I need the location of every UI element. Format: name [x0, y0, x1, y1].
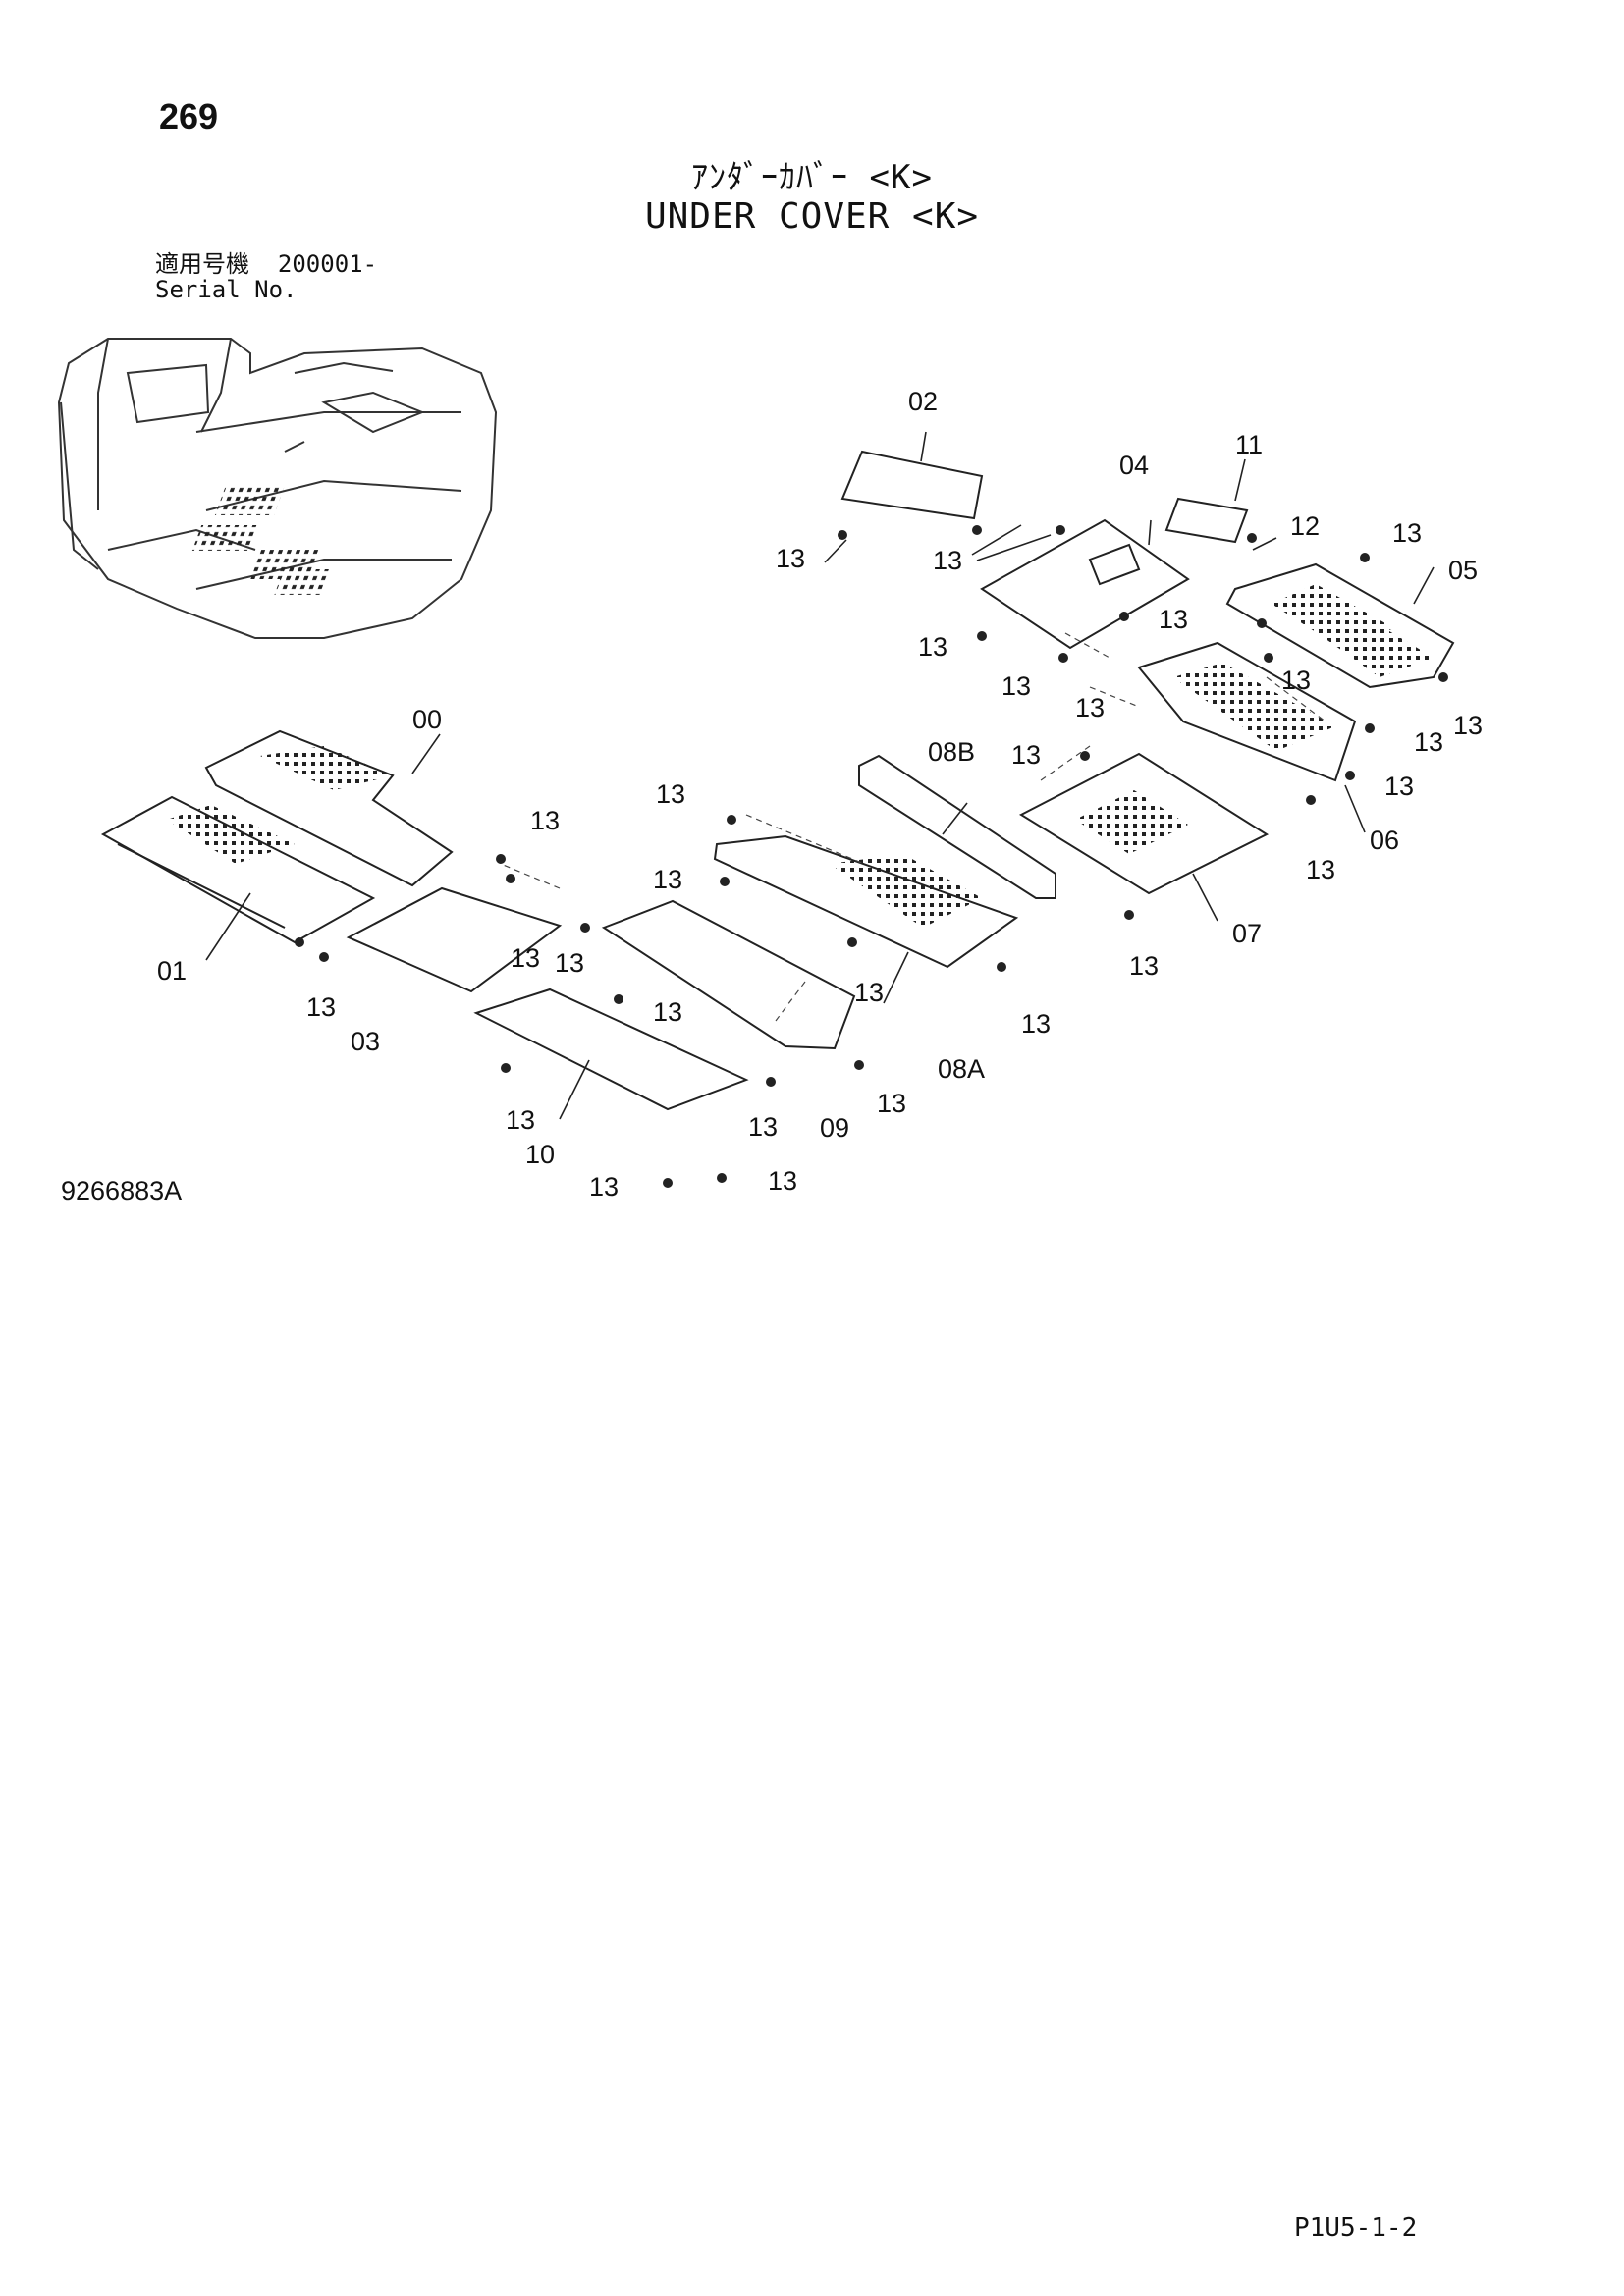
callout-13: 13: [1384, 772, 1414, 801]
callout-02: 03: [351, 1027, 380, 1056]
callout-13: 13: [1392, 518, 1422, 548]
part-04-panel: [980, 518, 1190, 650]
callout-13: 13: [1011, 740, 1041, 770]
serial-value: 200001-: [277, 250, 378, 278]
callout-10: 10: [525, 1140, 555, 1169]
callout-13: 13: [1159, 605, 1188, 634]
callout-13: 13: [776, 544, 805, 573]
callout-05: 05: [1448, 556, 1478, 585]
callout-13: 13: [653, 865, 682, 894]
callout-12: 12: [1290, 511, 1320, 541]
serial-label-jp: 適用号機: [155, 250, 249, 278]
callout-13: 13: [933, 546, 962, 575]
title-english: UNDER COVER <K>: [644, 196, 980, 237]
part-08b-bar: [858, 754, 1056, 899]
callout-13: 13: [1453, 711, 1483, 740]
part-05-panel: [1225, 562, 1455, 689]
callout-13: 13: [1075, 693, 1105, 722]
callout-03: 02: [908, 387, 938, 416]
callout-06: 06: [1370, 826, 1399, 855]
bolt-markers: [295, 525, 1448, 1188]
callout-13: 13: [1414, 727, 1443, 757]
callout-08b: 08B: [928, 737, 975, 767]
callout-13: 13: [555, 948, 584, 978]
callout-13: 13: [506, 1105, 535, 1135]
part-10-panel: [473, 988, 749, 1111]
part-08a-panel: [713, 834, 1019, 969]
callout-13: 13: [1021, 1009, 1051, 1039]
callout-08a: 08A: [938, 1054, 985, 1084]
page-reference: P1U5-1-2: [1294, 2214, 1418, 2243]
callout-13: 13: [918, 632, 947, 662]
callout-labels: 02 04 11 12 05 00 08B 06 07 01 03 08A 09…: [157, 387, 1483, 1201]
callout-09: 09: [820, 1113, 849, 1143]
serial-info: 適用号機 200001- Serial No.: [155, 251, 377, 302]
callout-13: 13: [530, 806, 560, 835]
callout-01: 01: [157, 956, 187, 986]
part-03-panel: [840, 450, 984, 520]
machine-overview-sketch: [57, 338, 498, 639]
callout-13: 13: [768, 1166, 797, 1196]
callout-13: 13: [1001, 671, 1031, 701]
part-01-panel: [100, 795, 376, 944]
part-06-panel: [1137, 641, 1357, 782]
callout-13: 13: [656, 779, 685, 809]
callout-13: 13: [877, 1089, 906, 1118]
callout-07: 07: [1232, 919, 1262, 948]
perforated-areas: [167, 584, 1434, 928]
title-japanese: ｱﾝﾀﾞｰｶﾊﾞｰ <K>: [691, 158, 933, 197]
callout-04: 04: [1119, 451, 1149, 480]
callout-11: 11: [1235, 430, 1263, 459]
callout-00: 00: [412, 705, 442, 734]
part-11-plate: [1164, 497, 1249, 544]
page-number: 269: [159, 96, 219, 136]
callout-13: 13: [589, 1172, 619, 1201]
callout-13: 13: [1129, 951, 1159, 981]
serial-label-en: Serial No.: [155, 276, 298, 303]
part-02-panel: [346, 886, 563, 993]
callout-13: 13: [1281, 666, 1311, 695]
machine-sketch-underside-meshes: [191, 486, 333, 595]
part-09-panel: [601, 899, 856, 1050]
callout-13: 13: [653, 997, 682, 1027]
part-00-panel: [204, 729, 454, 887]
callout-13: 13: [306, 992, 336, 1022]
callout-13: 13: [511, 943, 540, 973]
part-07-panel: [1018, 752, 1270, 895]
exploded-parts-diagram: 02 04 11 12 05 00 08B 06 07 01 03 08A 09…: [57, 338, 1483, 1201]
drawing-number: 9266883A: [61, 1176, 183, 1205]
callout-13: 13: [854, 978, 884, 1007]
callout-13: 13: [748, 1112, 778, 1142]
callout-13: 13: [1306, 855, 1335, 884]
